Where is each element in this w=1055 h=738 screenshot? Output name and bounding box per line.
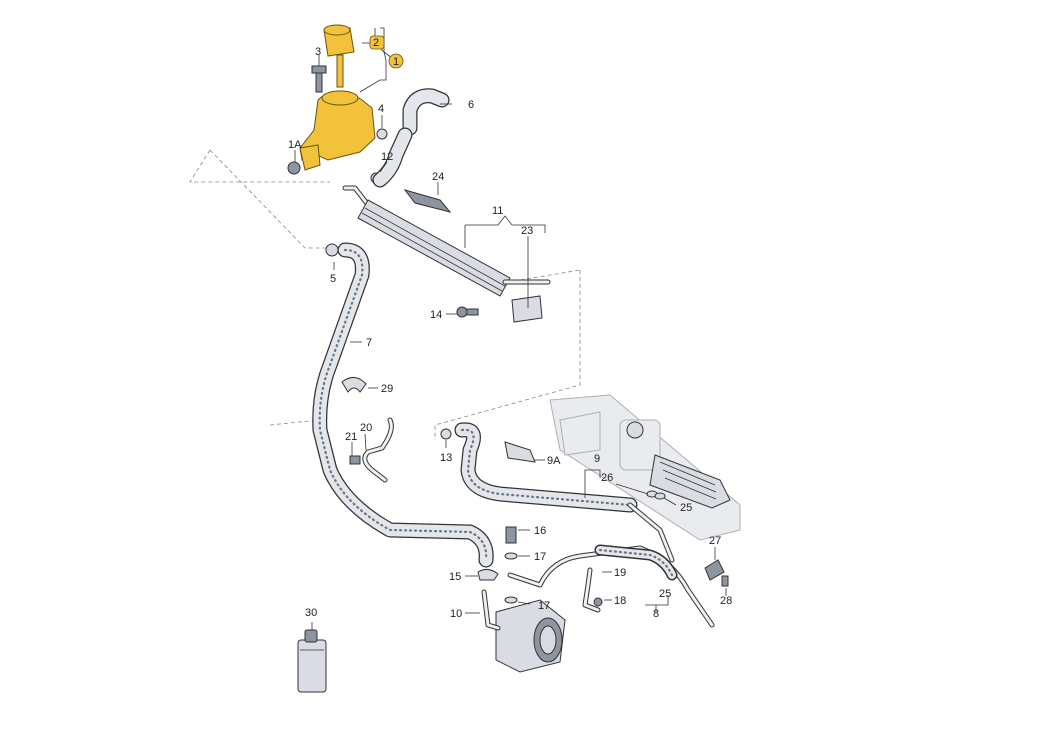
label-16: 16 bbox=[534, 525, 546, 537]
reservoir-assembly bbox=[287, 24, 388, 184]
clamp-5 bbox=[325, 243, 339, 257]
label-2: 2 bbox=[373, 37, 379, 49]
bracket-20 bbox=[349, 417, 394, 483]
label-7: 7 bbox=[366, 337, 372, 349]
label-23: 23 bbox=[521, 225, 533, 237]
label-30: 30 bbox=[305, 607, 317, 619]
reservoir-cap bbox=[323, 24, 355, 88]
fluid-bottle-30 bbox=[297, 629, 327, 693]
cooler-11 bbox=[342, 185, 551, 323]
clamp-29 bbox=[341, 377, 367, 393]
label-15: 15 bbox=[449, 571, 461, 583]
label-6: 6 bbox=[468, 99, 474, 111]
label-26: 26 bbox=[601, 472, 613, 484]
assembly-dashed-lines bbox=[189, 149, 581, 440]
return-hose-7 bbox=[312, 242, 494, 568]
pressure-line-8 bbox=[507, 544, 715, 628]
label-29: 29 bbox=[381, 383, 393, 395]
label-9a: 9A bbox=[547, 455, 561, 467]
clamp-4 bbox=[376, 128, 388, 140]
label-4: 4 bbox=[378, 103, 384, 115]
label-11: 11 bbox=[492, 205, 503, 217]
label-27: 27 bbox=[709, 535, 721, 547]
nut-1a bbox=[287, 161, 301, 175]
steering-pump-10 bbox=[481, 589, 566, 673]
label-25a: 25 bbox=[680, 502, 692, 514]
bolt-3 bbox=[311, 65, 327, 93]
label-5: 5 bbox=[330, 273, 336, 285]
label-3: 3 bbox=[315, 46, 321, 58]
label-12: 12 bbox=[381, 151, 393, 163]
label-17b: 17 bbox=[538, 600, 550, 612]
label-19: 19 bbox=[614, 567, 626, 579]
label-13: 13 bbox=[440, 452, 452, 464]
pressure-hose-9 bbox=[440, 422, 675, 563]
label-21: 21 bbox=[345, 431, 357, 443]
label-1a: 1A bbox=[288, 139, 302, 151]
label-25b: 25 bbox=[659, 588, 671, 600]
part-labels: 1 2 3 1A 4 6 12 24 11 23 5 14 7 29 20 21… bbox=[288, 37, 732, 620]
steering-rack bbox=[549, 394, 741, 541]
label-1: 1 bbox=[393, 56, 399, 68]
bolt-14 bbox=[456, 306, 479, 318]
label-24: 24 bbox=[432, 171, 444, 183]
label-9: 9 bbox=[594, 453, 600, 465]
label-20: 20 bbox=[360, 422, 372, 434]
highlight-badges bbox=[369, 35, 404, 69]
label-8: 8 bbox=[653, 608, 659, 620]
label-14: 14 bbox=[430, 309, 442, 321]
label-10: 10 bbox=[450, 608, 462, 620]
label-18: 18 bbox=[614, 595, 626, 607]
hose-6 bbox=[372, 88, 450, 188]
badge-1 bbox=[388, 53, 404, 69]
label-28: 28 bbox=[720, 595, 732, 607]
small-parts bbox=[477, 490, 729, 613]
badge-2 bbox=[369, 35, 385, 50]
label-17a: 17 bbox=[534, 551, 546, 563]
clamp-9a bbox=[504, 441, 536, 463]
